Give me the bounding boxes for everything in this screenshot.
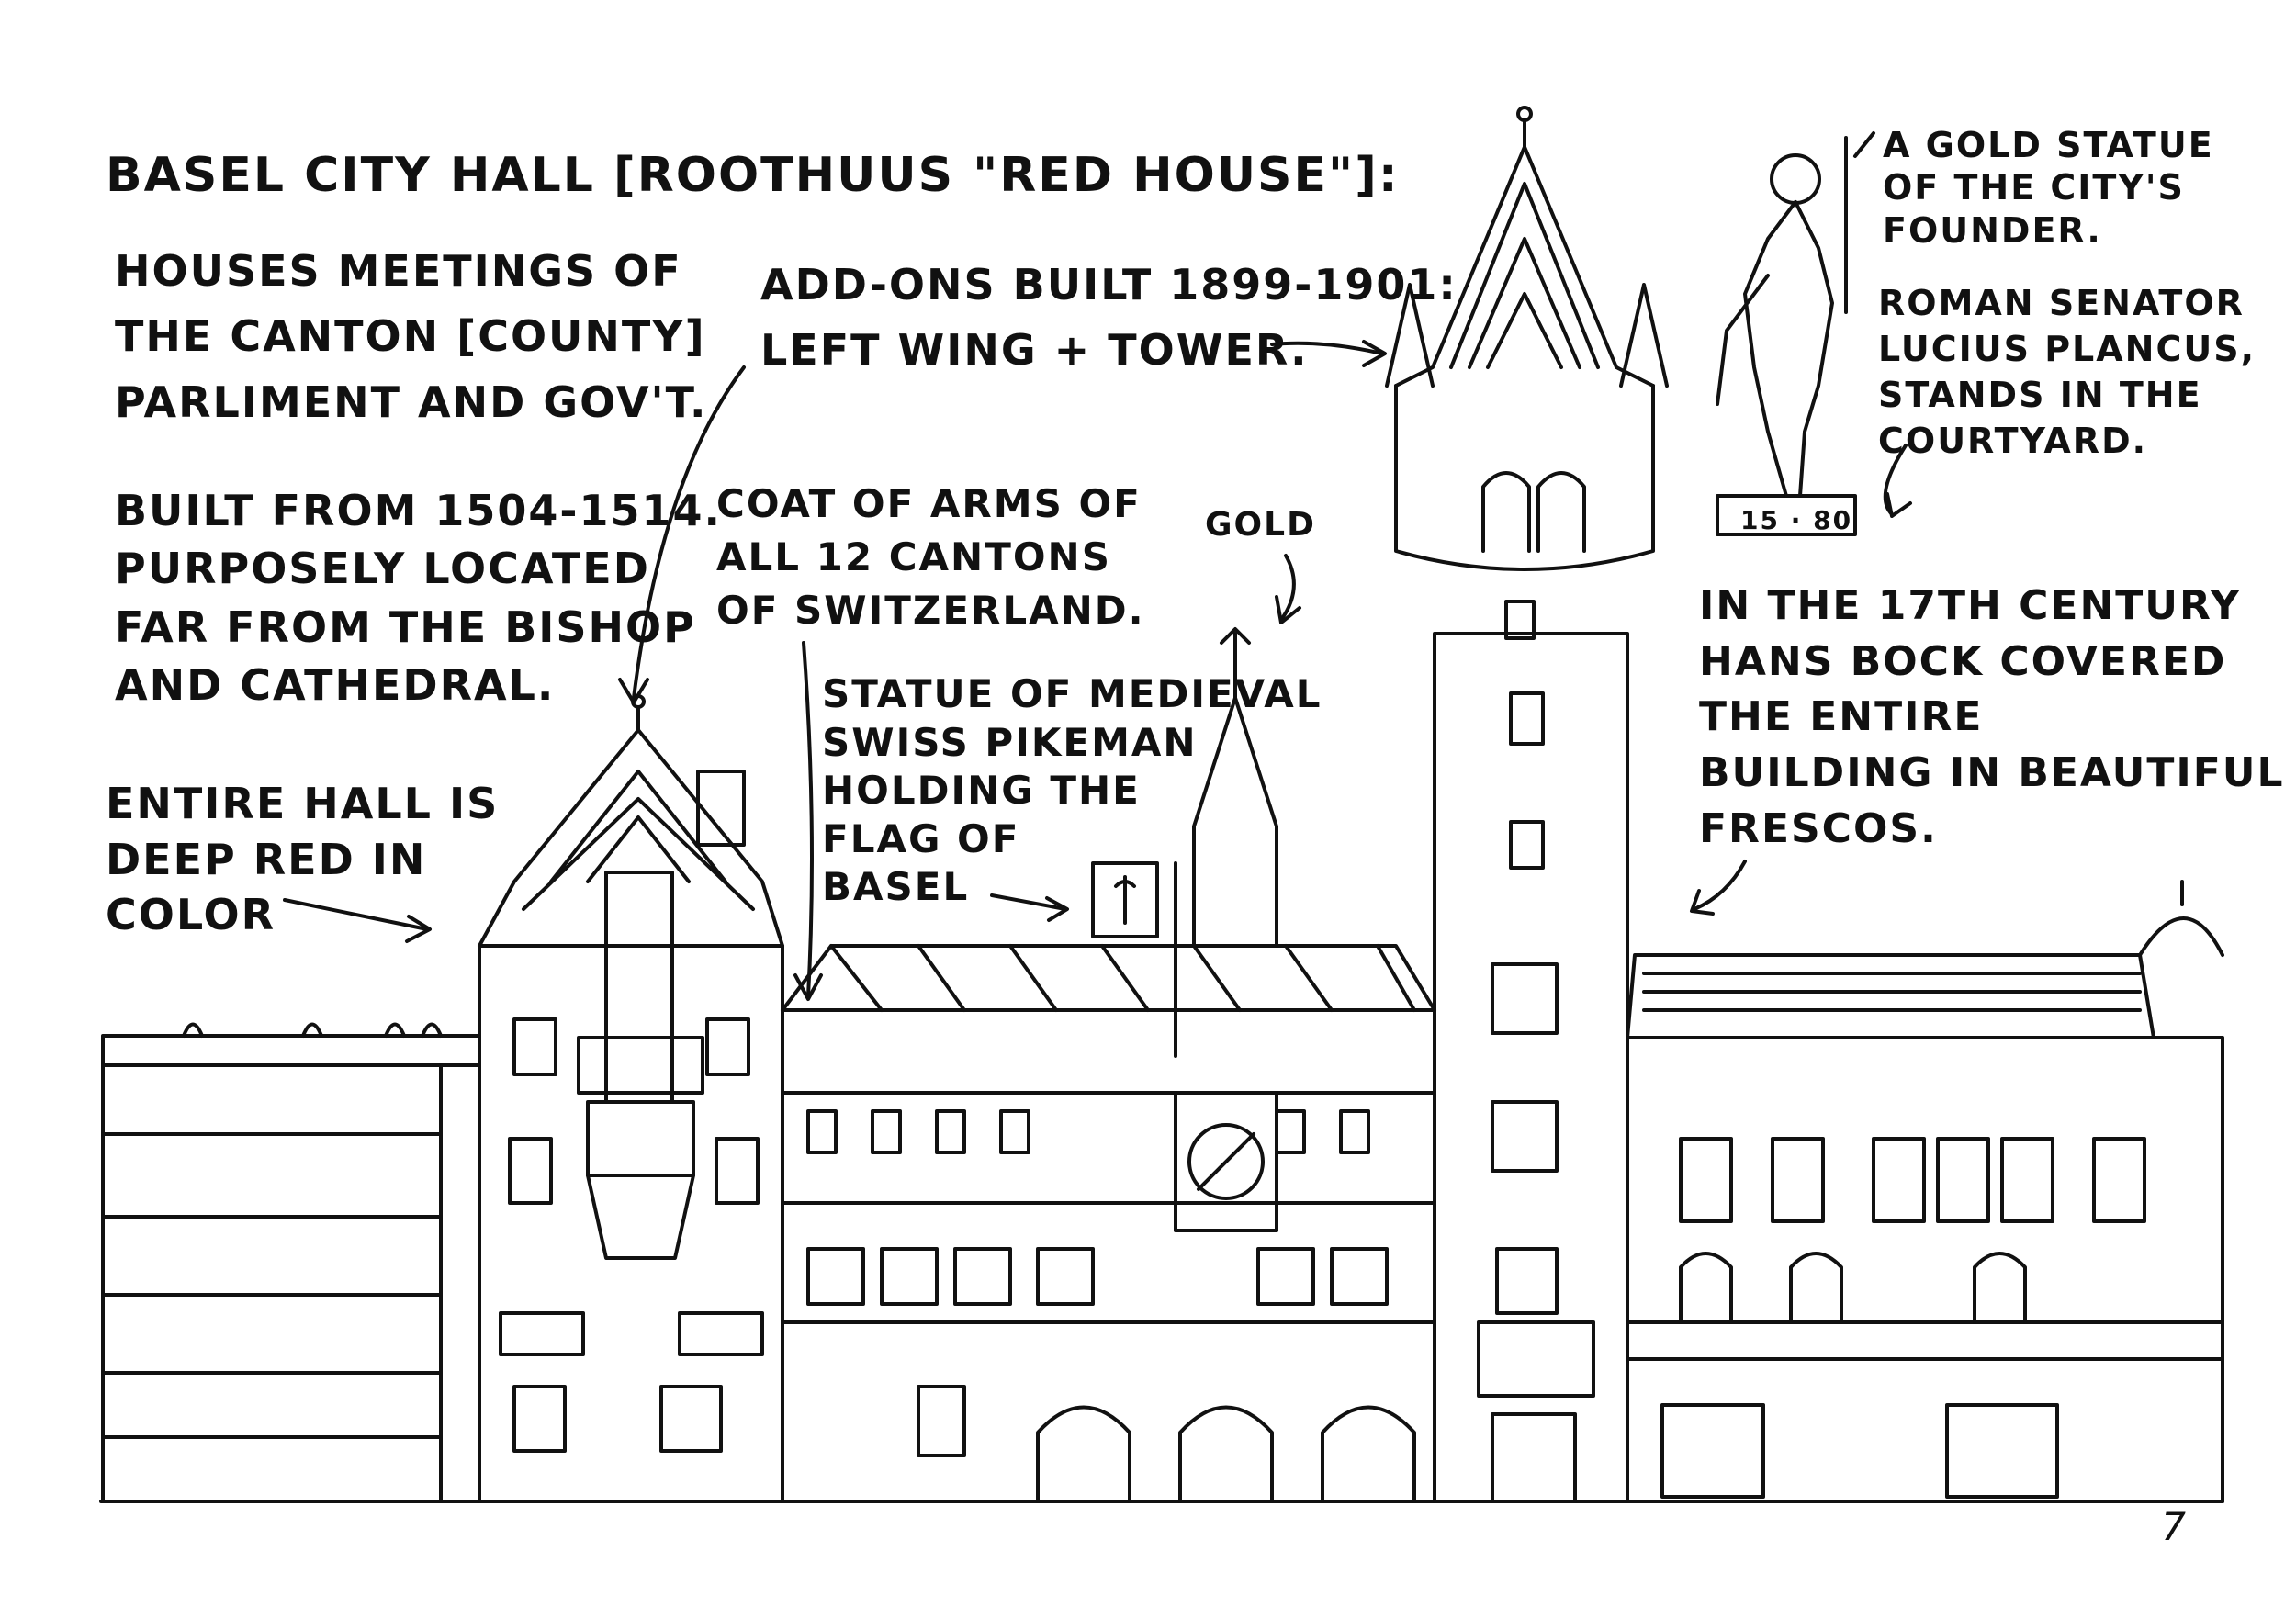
- note-line: ADD-ONS BUILT 1899-1901:: [760, 260, 1458, 309]
- note-line: GOLD: [1205, 506, 1316, 544]
- note-line: HOLDING THE: [822, 768, 1141, 813]
- note-line: A GOLD STATUE: [1883, 125, 2214, 165]
- note-line: AND CATHEDRAL.: [115, 660, 556, 711]
- color-note: ENTIRE HALL IS DEEP RED IN COLOR: [106, 776, 499, 943]
- title-note: BASEL CITY HALL [ROOTHUUS "RED HOUSE"]:: [106, 147, 1400, 205]
- left-modern-building: [101, 1022, 481, 1503]
- coat-of-arms-note: COAT OF ARMS OF ALL 12 CANTONS OF SWITZE…: [716, 478, 1145, 637]
- note-line: FOUNDER.: [1883, 209, 2102, 251]
- pikeman-statue-note: STATUE OF MEDIEVAL SWISS PIKEMAN HOLDING…: [822, 670, 1322, 912]
- note-line: DEEP RED IN: [106, 834, 427, 884]
- page-number: 7: [2161, 1504, 2186, 1549]
- frescos-note: IN THE 17TH CENTURY HANS BOCK COVERED TH…: [1699, 579, 2285, 858]
- note-line: OF THE CITY'S: [1883, 167, 2185, 208]
- note-line: HANS BOCK COVERED: [1699, 637, 2227, 685]
- tower: [1385, 106, 1669, 1503]
- note-line: FLAG OF: [822, 815, 1020, 861]
- gold-statue-note: A GOLD STATUE OF THE CITY'S FOUNDER.: [1883, 124, 2214, 252]
- note-line: ENTIRE HALL IS: [106, 779, 500, 828]
- central-hall: [781, 627, 1436, 1503]
- add-ons-note: ADD-ONS BUILT 1899-1901: LEFT WING + TOW…: [760, 253, 1458, 384]
- title-text: BASEL CITY HALL [ROOTHUUS "RED HOUSE"]:: [106, 148, 1400, 203]
- note-line: OF SWITZERLAND.: [716, 587, 1145, 633]
- note-line: BUILDING IN BEAUTIFUL: [1699, 749, 2285, 797]
- note-line: SWISS PIKEMAN: [822, 719, 1198, 765]
- note-line: LEFT WING + TOWER.: [760, 325, 1309, 376]
- note-line: STANDS IN THE: [1878, 375, 2202, 416]
- note-line: THE CANTON [COUNTY]: [115, 311, 706, 362]
- note-line: PARLIMENT AND GOV'T.: [115, 376, 708, 427]
- note-line: THE ENTIRE: [1699, 693, 1984, 741]
- annotation-arrows: [283, 131, 1912, 1001]
- note-line: COAT OF ARMS OF: [716, 481, 1142, 526]
- note-line: PURPOSELY LOCATED: [115, 544, 650, 594]
- note-line: COLOR: [106, 890, 276, 940]
- note-line: FRESCOS.: [1699, 804, 1938, 852]
- note-line: HOUSES MEETINGS OF: [115, 246, 682, 296]
- note-line: ALL 12 CANTONS: [716, 534, 1111, 579]
- houses-meetings-note: HOUSES MEETINGS OF THE CANTON [COUNTY] P…: [115, 239, 708, 435]
- note-line: FAR FROM THE BISHOP: [115, 601, 696, 652]
- note-line: BUILT FROM 1504-1514.: [115, 486, 722, 535]
- right-building: [1626, 880, 2224, 1503]
- note-line: STATUE OF MEDIEVAL: [822, 671, 1322, 716]
- note-line: LUCIUS PLANCUS,: [1878, 329, 2257, 370]
- founder-note: ROMAN SENATOR LUCIUS PLANCUS, STANDS IN …: [1878, 280, 2256, 465]
- left-wing: [478, 694, 784, 1503]
- note-line: IN THE 17TH CENTURY: [1699, 582, 2242, 629]
- gold-note: GOLD: [1205, 505, 1316, 545]
- note-line: ROMAN SENATOR: [1878, 283, 2245, 323]
- built-date-note: BUILT FROM 1504-1514. PURPOSELY LOCATED …: [115, 482, 722, 715]
- plinth-year: 15 · 80: [1740, 505, 1853, 535]
- founder-statue: [1716, 136, 1857, 536]
- note-line: BASEL: [822, 864, 970, 909]
- note-line: COURTYARD.: [1878, 421, 2148, 462]
